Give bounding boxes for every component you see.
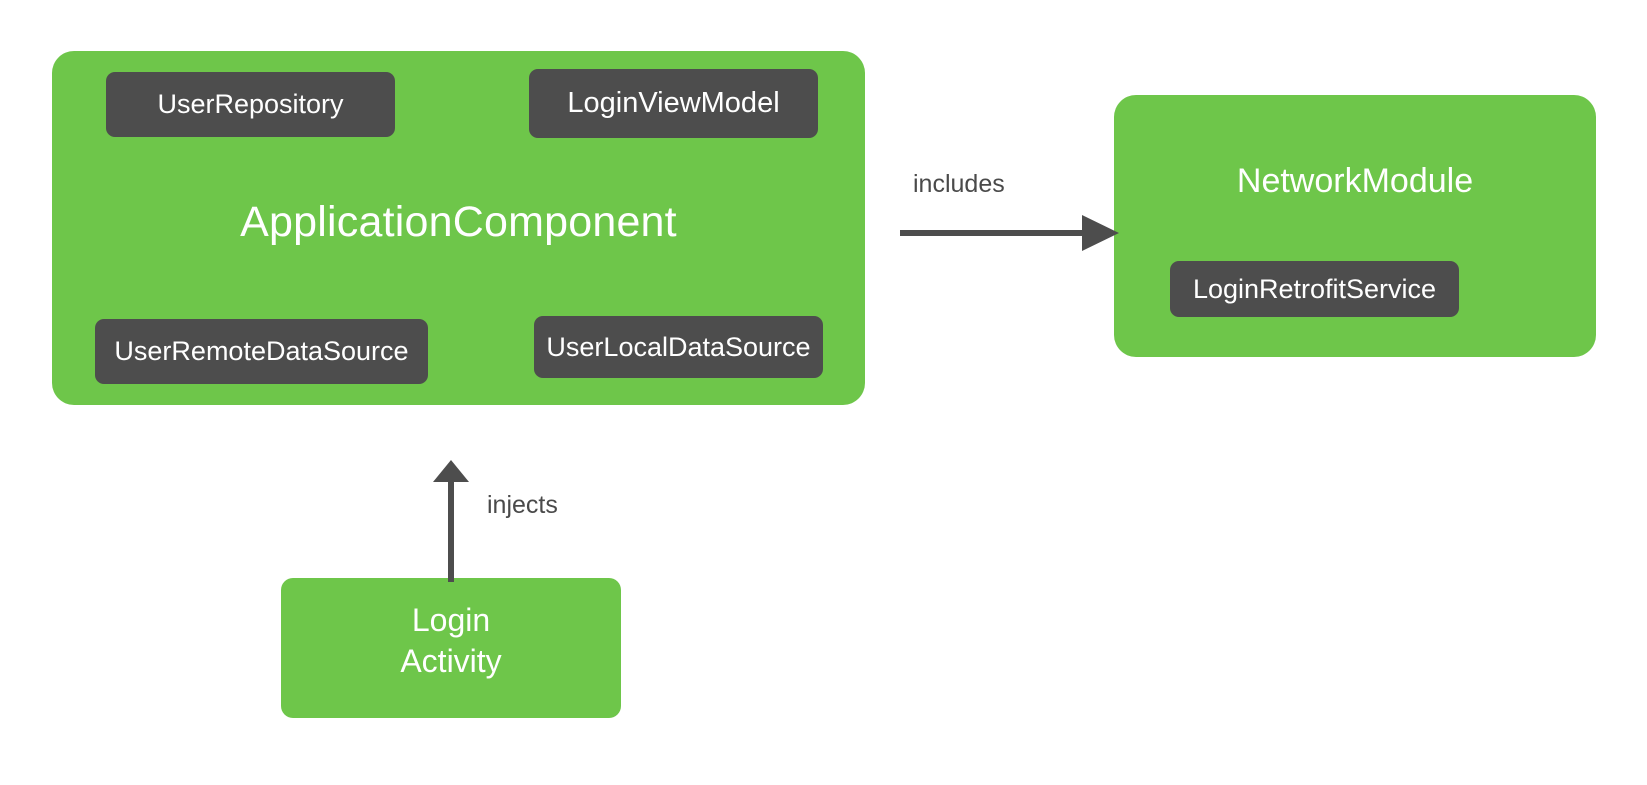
node-login-activity[interactable]	[281, 578, 621, 718]
chip-login-retrofit-service-label: LoginRetrofitService	[1192, 273, 1437, 304]
chip-login-view-model-label: LoginViewModel	[567, 87, 780, 119]
login-activity-title-line2: Activity	[400, 642, 502, 679]
chip-login-view-model[interactable]: LoginViewModel	[529, 69, 818, 138]
chip-user-local-data-source[interactable]: UserLocalDataSource	[534, 316, 823, 378]
chip-user-repository-label: UserRepository	[157, 89, 344, 119]
edge-includes-arrowhead	[1082, 215, 1119, 251]
edge-includes-arrow	[900, 215, 1119, 251]
edge-includes-label: includes	[913, 170, 1005, 198]
edge-injects-arrowhead	[433, 460, 469, 482]
chip-user-remote-data-source-label: UserRemoteDataSource	[114, 336, 409, 366]
node-network-module[interactable]	[1114, 95, 1596, 357]
login-activity-title-line1: Login	[411, 602, 491, 638]
application-component-title: ApplicationComponent	[240, 198, 677, 246]
edge-injects-label: injects	[487, 491, 558, 519]
edge-injects-arrow	[433, 460, 469, 582]
network-module-title: NetworkModule	[1236, 162, 1474, 200]
chip-user-repository[interactable]: UserRepository	[106, 72, 395, 137]
login-activity-title: Login Activity	[281, 600, 621, 682]
chip-user-local-data-source-label: UserLocalDataSource	[546, 331, 811, 362]
chip-login-retrofit-service[interactable]: LoginRetrofitService	[1170, 261, 1459, 317]
chip-user-remote-data-source[interactable]: UserRemoteDataSource	[95, 319, 428, 384]
